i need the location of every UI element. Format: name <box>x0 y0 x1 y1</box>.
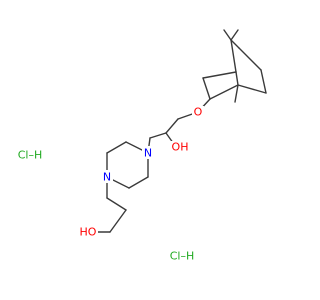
nitrogen-upper-label: N <box>144 147 152 160</box>
molecule-structure-diagram: O OH N N HO Cl–H Cl–H <box>17 29 267 263</box>
piperazine-nitrogen-lower: N <box>101 170 113 184</box>
hydroxyl-group: OH <box>170 141 189 154</box>
hydrochloride-label-1: Cl–H <box>18 149 43 162</box>
bond-lines <box>97 29 267 233</box>
bond <box>128 176 149 189</box>
bond <box>223 29 232 41</box>
bond <box>106 141 127 154</box>
atom-labels: O OH N N HO <box>79 106 204 239</box>
terminal-hydroxyl-group: HO <box>79 225 98 239</box>
bond <box>109 209 127 233</box>
bond <box>149 132 167 139</box>
hydroxyl-label: OH <box>172 141 189 154</box>
bond <box>209 84 239 100</box>
bond <box>234 84 239 103</box>
bond <box>260 69 267 94</box>
bond <box>230 39 240 49</box>
bond <box>237 84 267 94</box>
bond <box>165 118 179 134</box>
bond <box>202 77 211 100</box>
terminal-hydroxyl-label: HO <box>80 226 97 239</box>
bond <box>230 29 239 41</box>
bond <box>230 39 237 73</box>
bond <box>235 71 239 86</box>
hydrochloride-salts: Cl–H Cl–H <box>18 149 195 263</box>
hydrochloride-label-2: Cl–H <box>170 250 195 263</box>
bond <box>202 71 237 79</box>
ether-oxygen-label: O <box>194 106 203 119</box>
piperazine-nitrogen-upper: N <box>142 146 154 160</box>
bond <box>238 47 262 71</box>
nitrogen-lower-label: N <box>103 171 111 184</box>
bond <box>106 197 127 211</box>
ether-oxygen: O <box>192 106 204 119</box>
